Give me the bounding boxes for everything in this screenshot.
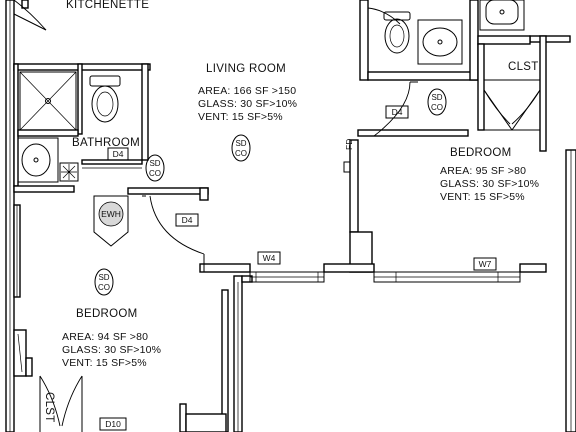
- svg-text:D4: D4: [392, 107, 403, 117]
- shower-stall: [19, 71, 77, 131]
- bedroom-left-vent: VENT: 15 SF>5%: [62, 357, 147, 369]
- toilet-icon: [383, 11, 411, 54]
- kitchenette-label: KITCHENETTE: [66, 0, 149, 11]
- svg-text:CO: CO: [149, 169, 161, 178]
- window-w7: [373, 271, 521, 283]
- water-heater: [93, 195, 129, 247]
- svg-text:SD: SD: [235, 139, 246, 148]
- svg-text:W7: W7: [479, 259, 492, 269]
- bedroom-left-glass: GLASS: 30 SF>10%: [62, 344, 161, 356]
- bedroom-right-vent: VENT: 15 SF>5%: [440, 191, 525, 203]
- bedroom-left-title: BEDROOM: [76, 308, 138, 320]
- exterior-walls: [5, 0, 576, 432]
- tag-w4: W4: [257, 251, 281, 265]
- door-swings: [39, 7, 418, 432]
- smoke-co-detector-icon: SD CO: [94, 268, 114, 296]
- smoke-co-detector-icon: SD CO: [231, 134, 251, 162]
- svg-text:D4: D4: [113, 149, 124, 159]
- svg-text:D10: D10: [105, 419, 121, 429]
- upper-bath-walls: [359, 0, 531, 131]
- bedroom-left-area: AREA: 94 SF >80: [62, 331, 148, 343]
- svg-text:CO: CO: [98, 283, 110, 292]
- sink-icon: [417, 19, 463, 65]
- tag-d4-bed: D4: [385, 105, 409, 119]
- tag-w7: W7: [473, 257, 497, 271]
- toilet-icon: [89, 75, 121, 123]
- tub-icon: [479, 0, 525, 31]
- left-bedroom-walls: [13, 0, 33, 377]
- sink-icon: [17, 137, 59, 183]
- svg-text:SD: SD: [149, 159, 160, 168]
- bathroom-label: BATHROOM: [72, 137, 140, 149]
- smoke-co-detector-icon: SD CO: [145, 154, 165, 182]
- bathroom-walls: [13, 63, 209, 201]
- center-walls: [179, 129, 547, 432]
- living-room-glass: GLASS: 30 SF>10%: [198, 98, 297, 110]
- svg-text:SD: SD: [431, 93, 442, 102]
- closet-right-label: CLST: [508, 61, 539, 73]
- bedroom-right-area: AREA: 95 SF >80: [440, 165, 526, 177]
- living-room-vent: VENT: 15 SF>5%: [198, 111, 283, 123]
- tag-d10: D10: [99, 417, 127, 431]
- bathroom-door: [81, 159, 143, 169]
- smoke-co-detector-icon: SD CO: [427, 88, 447, 116]
- tag-d4-bath: D4: [107, 147, 129, 161]
- svg-text:CO: CO: [235, 149, 247, 158]
- bedroom-right-title: BEDROOM: [450, 147, 512, 159]
- window-w4: [249, 271, 325, 283]
- floor-drain-icon: FD: [343, 139, 354, 173]
- kitchenette-door: [13, 0, 47, 31]
- svg-text:FD: FD: [344, 139, 354, 150]
- svg-text:W4: W4: [263, 253, 276, 263]
- living-room-title: LIVING ROOM: [206, 63, 286, 75]
- right-closet: [483, 79, 541, 131]
- tag-d4-hall: D4: [175, 213, 199, 227]
- living-room-area: AREA: 166 SF >150: [198, 85, 296, 97]
- svg-text:CO: CO: [431, 103, 443, 112]
- svg-text:SD: SD: [98, 273, 109, 282]
- exhaust-fan-icon: [59, 162, 79, 182]
- ewh-label: EWH: [101, 209, 121, 219]
- bedroom-right-glass: GLASS: 30 SF>10%: [440, 178, 539, 190]
- closet-left-label: CLST: [43, 392, 55, 423]
- svg-text:D4: D4: [182, 215, 193, 225]
